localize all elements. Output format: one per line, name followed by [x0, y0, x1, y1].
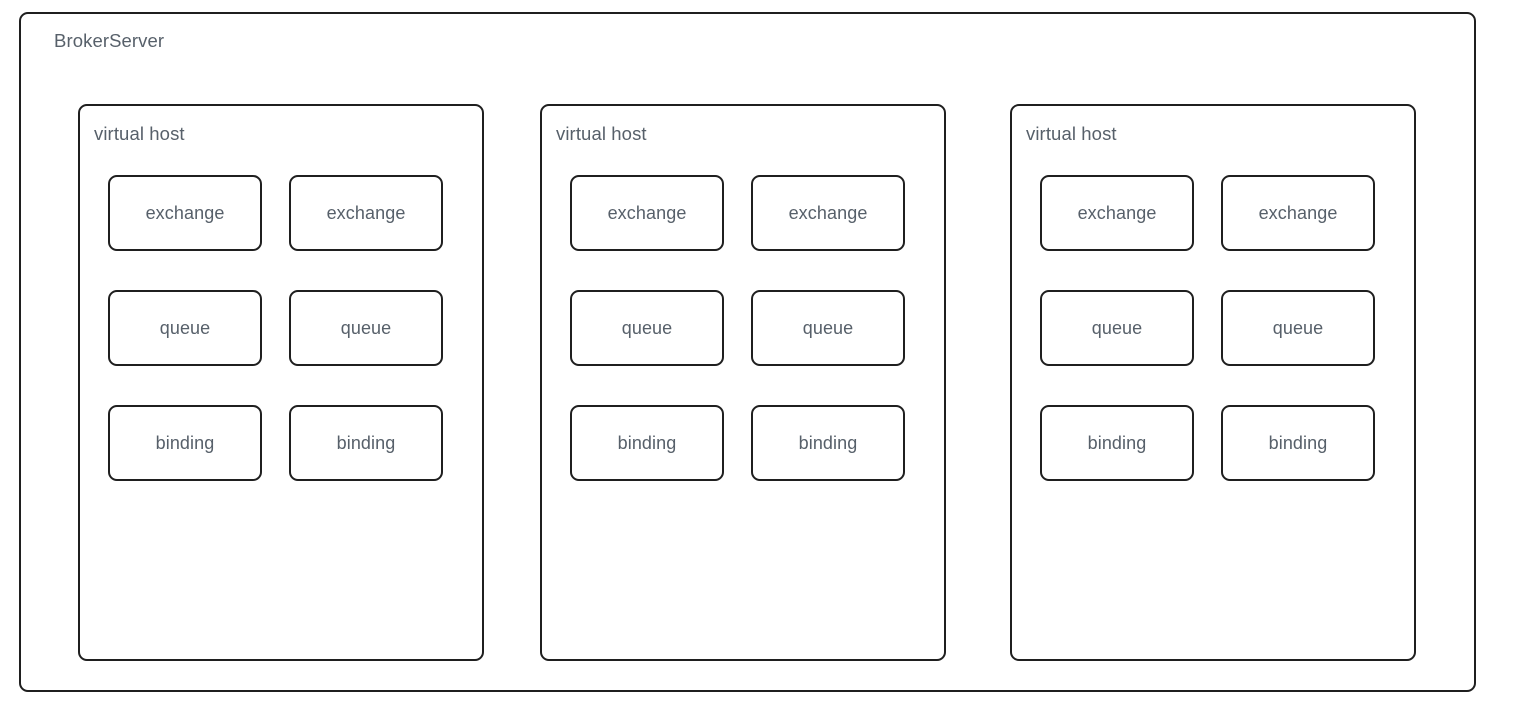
binding-node[interactable]: binding: [108, 405, 262, 481]
queue-node[interactable]: queue: [751, 290, 905, 366]
node-grid: exchange exchange queue queue binding bi…: [1040, 175, 1375, 481]
binding-row: binding binding: [1040, 405, 1375, 481]
virtual-host-row: virtual host exchange exchange queue que…: [21, 14, 1474, 690]
exchange-node[interactable]: exchange: [1040, 175, 1194, 251]
queue-node[interactable]: queue: [289, 290, 443, 366]
queue-node[interactable]: queue: [1040, 290, 1194, 366]
queue-row: queue queue: [1040, 290, 1375, 366]
virtual-host-panel-1: virtual host exchange exchange queue que…: [78, 104, 484, 661]
exchange-node[interactable]: exchange: [289, 175, 443, 251]
broker-server-container: BrokerServer virtual host exchange excha…: [19, 12, 1476, 692]
binding-node[interactable]: binding: [751, 405, 905, 481]
binding-node[interactable]: binding: [1221, 405, 1375, 481]
virtual-host-label: virtual host: [1026, 123, 1117, 144]
node-grid: exchange exchange queue queue binding bi…: [108, 175, 443, 481]
exchange-row: exchange exchange: [108, 175, 443, 251]
binding-row: binding binding: [108, 405, 443, 481]
exchange-node[interactable]: exchange: [1221, 175, 1375, 251]
queue-node[interactable]: queue: [108, 290, 262, 366]
binding-node[interactable]: binding: [1040, 405, 1194, 481]
virtual-host-label: virtual host: [94, 123, 185, 144]
node-grid: exchange exchange queue queue binding bi…: [570, 175, 905, 481]
exchange-node[interactable]: exchange: [570, 175, 724, 251]
broker-server-title: BrokerServer: [54, 30, 165, 51]
virtual-host-label: virtual host: [556, 123, 647, 144]
queue-row: queue queue: [570, 290, 905, 366]
exchange-node[interactable]: exchange: [751, 175, 905, 251]
exchange-row: exchange exchange: [1040, 175, 1375, 251]
queue-node[interactable]: queue: [1221, 290, 1375, 366]
queue-row: queue queue: [108, 290, 443, 366]
binding-row: binding binding: [570, 405, 905, 481]
virtual-host-panel-3: virtual host exchange exchange queue que…: [1010, 104, 1416, 661]
exchange-row: exchange exchange: [570, 175, 905, 251]
binding-node[interactable]: binding: [570, 405, 724, 481]
binding-node[interactable]: binding: [289, 405, 443, 481]
queue-node[interactable]: queue: [570, 290, 724, 366]
exchange-node[interactable]: exchange: [108, 175, 262, 251]
virtual-host-panel-2: virtual host exchange exchange queue que…: [540, 104, 946, 661]
